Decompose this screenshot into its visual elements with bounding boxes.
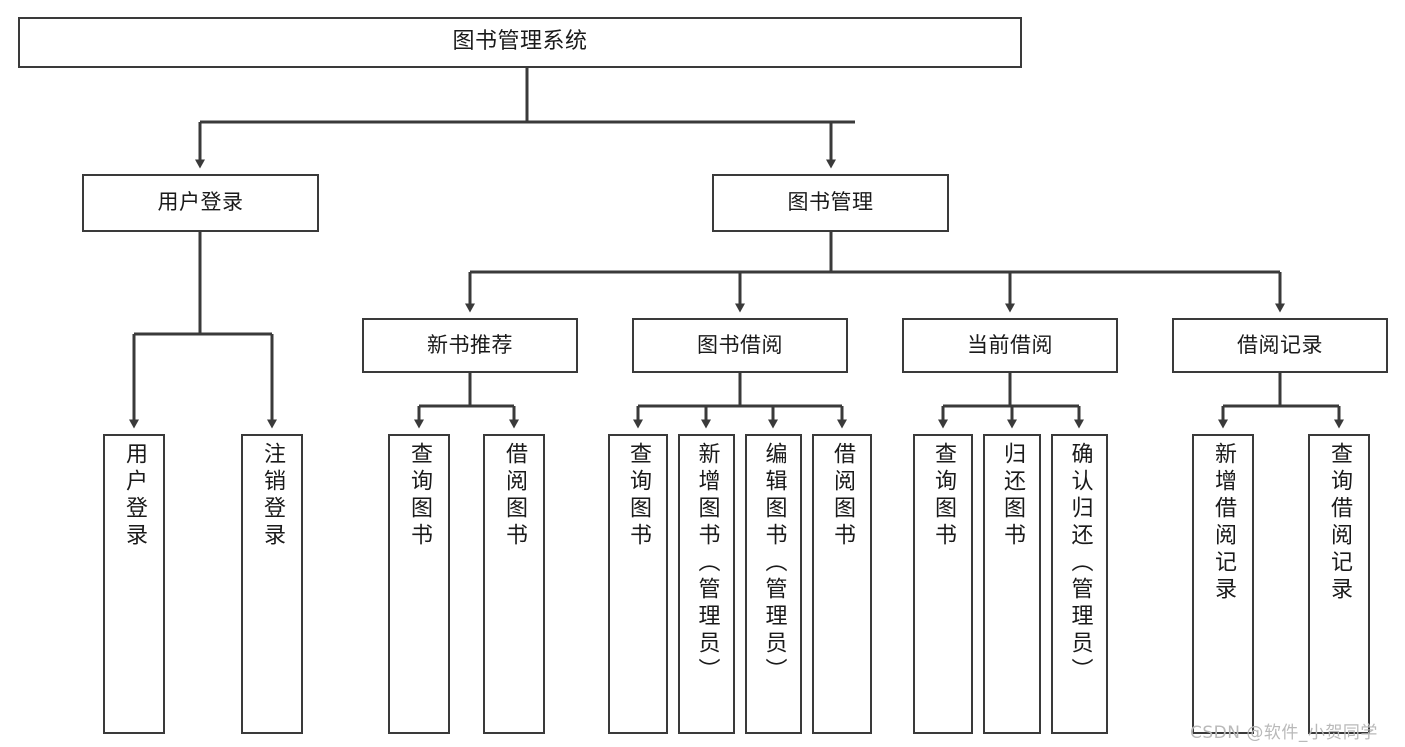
node-leaf-logout-label: 注销登录 [260, 442, 285, 550]
connector-userlogin-to-leaves [129, 232, 277, 429]
node-leaf-user-login[interactable]: 用户登录 [103, 434, 165, 734]
node-borrow-record[interactable]: 借阅记录 [1172, 318, 1388, 373]
node-book-manage-label: 图书管理 [787, 190, 874, 215]
node-borrow-record-label: 借阅记录 [1237, 332, 1323, 357]
node-leaf-query-record[interactable]: 查询借阅记录 [1308, 434, 1370, 734]
node-leaf-query-book-1[interactable]: 查询图书 [388, 434, 450, 734]
node-leaf-return-book[interactable]: 归还图书 [983, 434, 1041, 734]
csdn-watermark: CSDN @软件_小贺同学 [1190, 718, 1378, 743]
node-book-borrow-label: 图书借阅 [697, 332, 783, 357]
node-root[interactable]: 图书管理系统 [18, 17, 1022, 68]
node-leaf-add-record-label: 新增借阅记录 [1211, 442, 1236, 604]
node-leaf-confirm-return[interactable]: 确认归还（管理员） [1051, 434, 1108, 734]
node-new-book-recommend[interactable]: 新书推荐 [362, 318, 578, 373]
node-new-book-recommend-label: 新书推荐 [427, 332, 513, 357]
connector-currentborrow-to-leaves [938, 373, 1084, 429]
node-leaf-logout[interactable]: 注销登录 [241, 434, 303, 734]
node-leaf-add-record[interactable]: 新增借阅记录 [1192, 434, 1254, 734]
node-leaf-add-book[interactable]: 新增图书（管理员） [678, 434, 735, 734]
node-leaf-borrow-book-2[interactable]: 借阅图书 [812, 434, 872, 734]
node-user-login[interactable]: 用户登录 [82, 174, 319, 232]
node-leaf-add-book-label: 新增图书（管理员） [694, 442, 720, 685]
node-leaf-query-book-3[interactable]: 查询图书 [913, 434, 973, 734]
node-leaf-borrow-book-1[interactable]: 借阅图书 [483, 434, 545, 734]
connector-bookborrow-to-leaves [633, 373, 847, 429]
node-root-label: 图书管理系统 [452, 29, 588, 55]
node-book-manage[interactable]: 图书管理 [712, 174, 949, 232]
node-current-borrow[interactable]: 当前借阅 [902, 318, 1118, 373]
node-leaf-query-book-3-label: 查询图书 [931, 442, 956, 550]
node-leaf-edit-book-label: 编辑图书（管理员） [761, 442, 787, 685]
node-leaf-query-book-1-label: 查询图书 [407, 442, 432, 550]
node-book-borrow[interactable]: 图书借阅 [632, 318, 848, 373]
connector-root-to-level2 [195, 68, 855, 169]
node-leaf-return-book-label: 归还图书 [1000, 442, 1025, 550]
node-leaf-query-book-2[interactable]: 查询图书 [608, 434, 668, 734]
node-leaf-edit-book[interactable]: 编辑图书（管理员） [745, 434, 802, 734]
node-leaf-confirm-return-label: 确认归还（管理员） [1067, 442, 1093, 685]
connector-bookmanage-to-level3 [465, 232, 1285, 313]
node-leaf-query-record-label: 查询借阅记录 [1327, 442, 1352, 604]
node-leaf-query-book-2-label: 查询图书 [626, 442, 651, 550]
connector-borrowrecord-to-leaves [1218, 373, 1344, 429]
node-leaf-borrow-book-1-label: 借阅图书 [502, 442, 527, 550]
node-leaf-user-login-label: 用户登录 [122, 442, 147, 550]
node-user-login-label: 用户登录 [157, 190, 244, 215]
node-current-borrow-label: 当前借阅 [967, 332, 1053, 357]
connector-newbook-to-leaves [414, 373, 519, 429]
node-leaf-borrow-book-2-label: 借阅图书 [830, 442, 855, 550]
csdn-watermark-text: CSDN @软件_小贺同学 [1190, 723, 1378, 743]
